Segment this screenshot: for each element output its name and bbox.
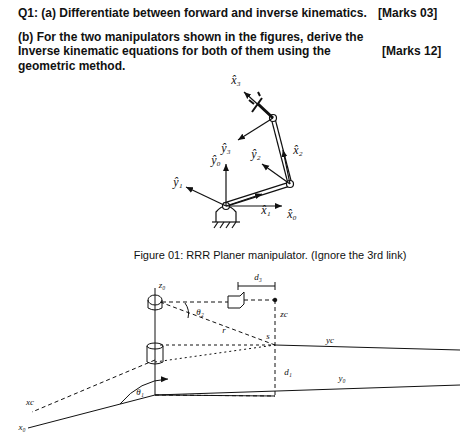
rrr-planar-arm bbox=[186, 92, 294, 228]
question-text: (b) For the two manipulators shown in th… bbox=[18, 30, 378, 73]
angle-label: θ₂ bbox=[196, 307, 204, 318]
frame-axis-label: x̂₀ bbox=[287, 207, 297, 221]
frame-axis-label: ŷ₃ bbox=[221, 141, 231, 155]
axis-label: y₀ bbox=[338, 373, 345, 384]
dimension-label: d₃ bbox=[254, 272, 262, 283]
dimension-label: r bbox=[222, 325, 226, 336]
axis-label: yc bbox=[326, 335, 334, 346]
frame-axis-label: ŷ₁ bbox=[173, 175, 183, 189]
axis-label: z₀ bbox=[159, 280, 166, 291]
angle-label: θ₁ bbox=[136, 387, 144, 398]
axis-label: x₀ bbox=[18, 422, 25, 433]
frame-axis-label: ŷ₀ bbox=[211, 153, 221, 167]
dimension-label: d₁ bbox=[284, 367, 292, 378]
figure-caption: Figure 01: RRR Planer manipulator. (Igno… bbox=[134, 249, 407, 262]
dimension-label: s bbox=[266, 331, 270, 342]
question-text: Q1: (a) Differentiate between forward an… bbox=[18, 6, 367, 20]
marks: [Marks 03] bbox=[378, 6, 437, 20]
axis-label: zc bbox=[280, 309, 288, 320]
rpp-spatial-arm bbox=[28, 282, 460, 428]
frame-axis-label: ŷ₂ bbox=[251, 147, 261, 161]
frame-axis-label: x̂₃ bbox=[231, 73, 241, 87]
frame-axis-label: x̂₂ bbox=[293, 143, 303, 157]
marks: [Marks 12] bbox=[382, 44, 441, 58]
axis-label: xc bbox=[26, 397, 34, 408]
frame-axis-label: x̂₁ bbox=[261, 203, 271, 217]
